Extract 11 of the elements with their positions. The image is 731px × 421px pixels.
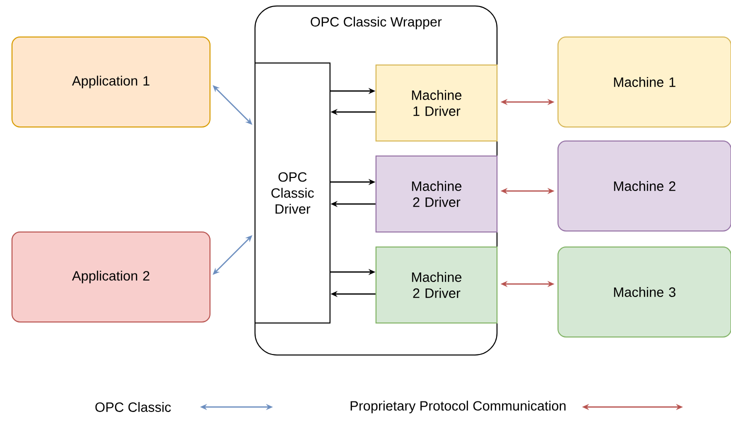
driver-box: Machine 1 Driver <box>376 64 498 142</box>
application-box: Application 2 <box>12 232 210 322</box>
driver-box: Machine 2 Driver <box>376 246 498 324</box>
driver-box: OPC Classic Driver <box>254 62 330 324</box>
legend-label: OPC Classic <box>95 402 171 412</box>
legend-label: Proprietary Protocol Communication <box>350 400 566 414</box>
machine-box: Machine 3 <box>558 246 731 338</box>
machine-box: Machine 1 <box>558 36 731 128</box>
driver-box: Machine 2 Driver <box>376 156 498 232</box>
machine-box: Machine 2 <box>558 140 731 232</box>
application-box: Application 1 <box>12 36 210 128</box>
